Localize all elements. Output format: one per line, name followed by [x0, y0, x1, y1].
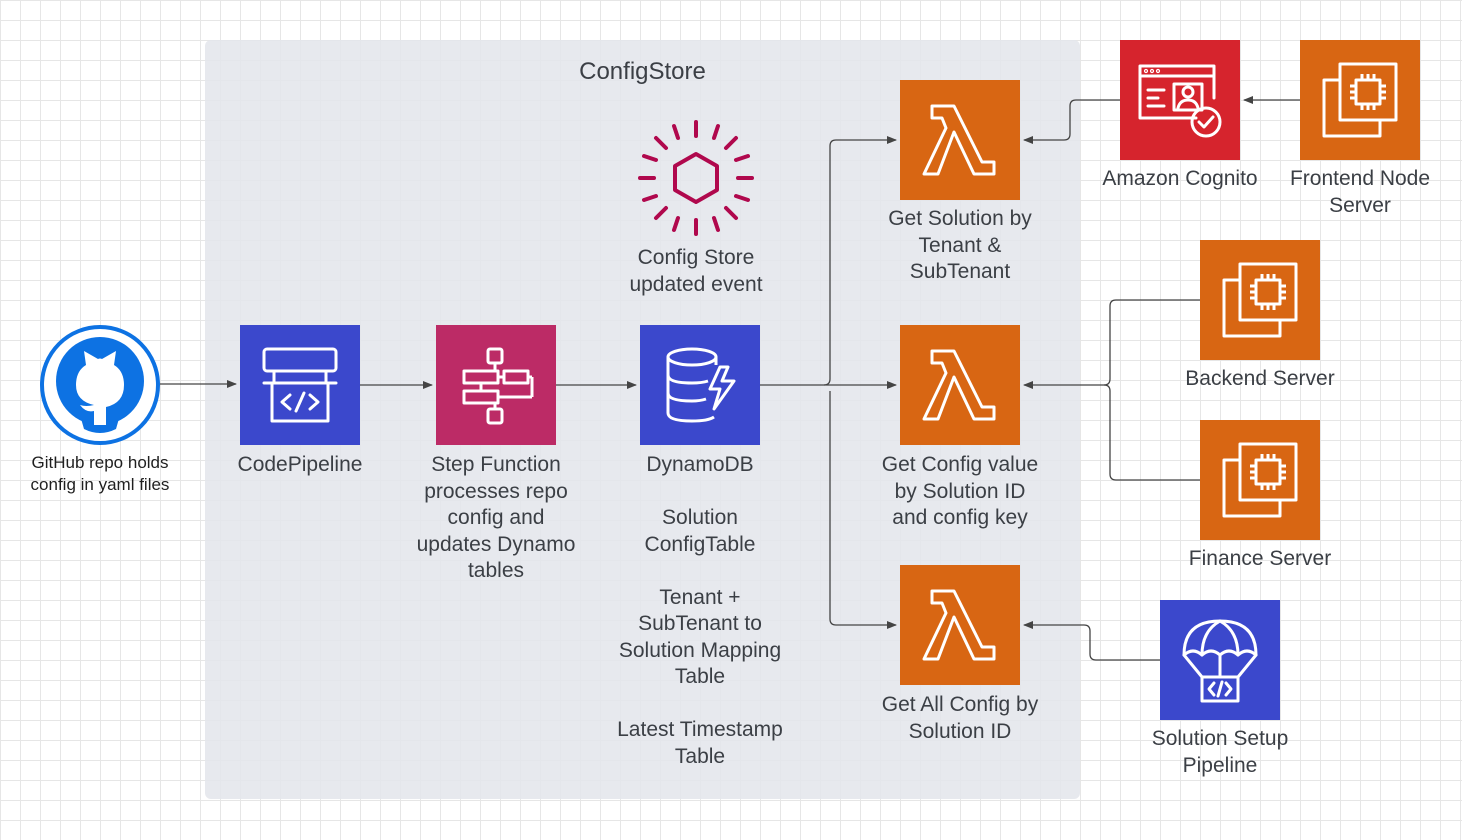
stepfunction-node[interactable] [436, 325, 556, 445]
frontend-server-label: Frontend Node Server [1289, 167, 1431, 217]
github-label: GitHub repo holds config in yaml files [30, 453, 170, 494]
frontend-server-node[interactable] [1300, 40, 1420, 160]
github-icon [40, 325, 160, 445]
codepipeline-icon [262, 347, 338, 423]
config-store-event-node[interactable] [636, 118, 756, 238]
backend-server-node[interactable] [1200, 240, 1320, 360]
dynamodb-node[interactable] [640, 325, 760, 445]
lambda-all-label: Get All Config by Solution ID [881, 693, 1039, 743]
cognito-label: Amazon Cognito [1102, 167, 1258, 190]
codepipeline-node[interactable] [240, 325, 360, 445]
lambda-all-node[interactable] [900, 565, 1020, 685]
lambda-icon [922, 104, 996, 176]
github-node[interactable] [40, 325, 160, 445]
cognito-icon [1138, 64, 1222, 138]
finance-server-label: Finance Server [1188, 547, 1332, 570]
ec2-instances-icon [1222, 442, 1298, 518]
cognito-node[interactable] [1120, 40, 1240, 160]
config-store-event-label: Config Store updated event [629, 246, 763, 296]
codepipeline-label: CodePipeline [237, 453, 363, 476]
backend-server-label: Backend Server [1185, 367, 1335, 390]
ec2-instances-icon [1222, 262, 1298, 338]
edge-solution-setup-lambda-all[interactable] [1023, 621, 1160, 661]
dynamodb-icon [666, 347, 736, 423]
dynamodb-label: DynamoDB Solution ConfigTable Tenant + S… [617, 453, 783, 768]
solution-setup-pipeline-node[interactable] [1160, 600, 1280, 720]
codepipeline-parachute-icon [1182, 619, 1258, 703]
finance-server-node[interactable] [1200, 420, 1320, 540]
stepfunction-label: Step Function processes repo config and … [416, 453, 576, 582]
edge-dynamodb-lambda-all[interactable] [829, 391, 897, 629]
step-functions-icon [462, 347, 534, 425]
solution-setup-pipeline-label: Solution Setup Pipeline [1151, 727, 1289, 777]
lambda-icon [922, 349, 996, 421]
edge-finance-lambda-config[interactable] [1103, 384, 1200, 481]
eventbridge-event-icon [638, 120, 754, 236]
lambda-icon [922, 589, 996, 661]
edge-cognito-lambda-tenant[interactable] [1023, 99, 1120, 144]
configstore-group-title: ConfigStore [579, 58, 706, 85]
ec2-instances-icon [1322, 62, 1398, 138]
lambda-config-node[interactable] [900, 325, 1020, 445]
lambda-config-label: Get Config value by Solution ID and conf… [881, 453, 1039, 529]
lambda-tenant-node[interactable] [900, 80, 1020, 200]
lambda-tenant-label: Get Solution by Tenant & SubTenant [888, 207, 1032, 283]
